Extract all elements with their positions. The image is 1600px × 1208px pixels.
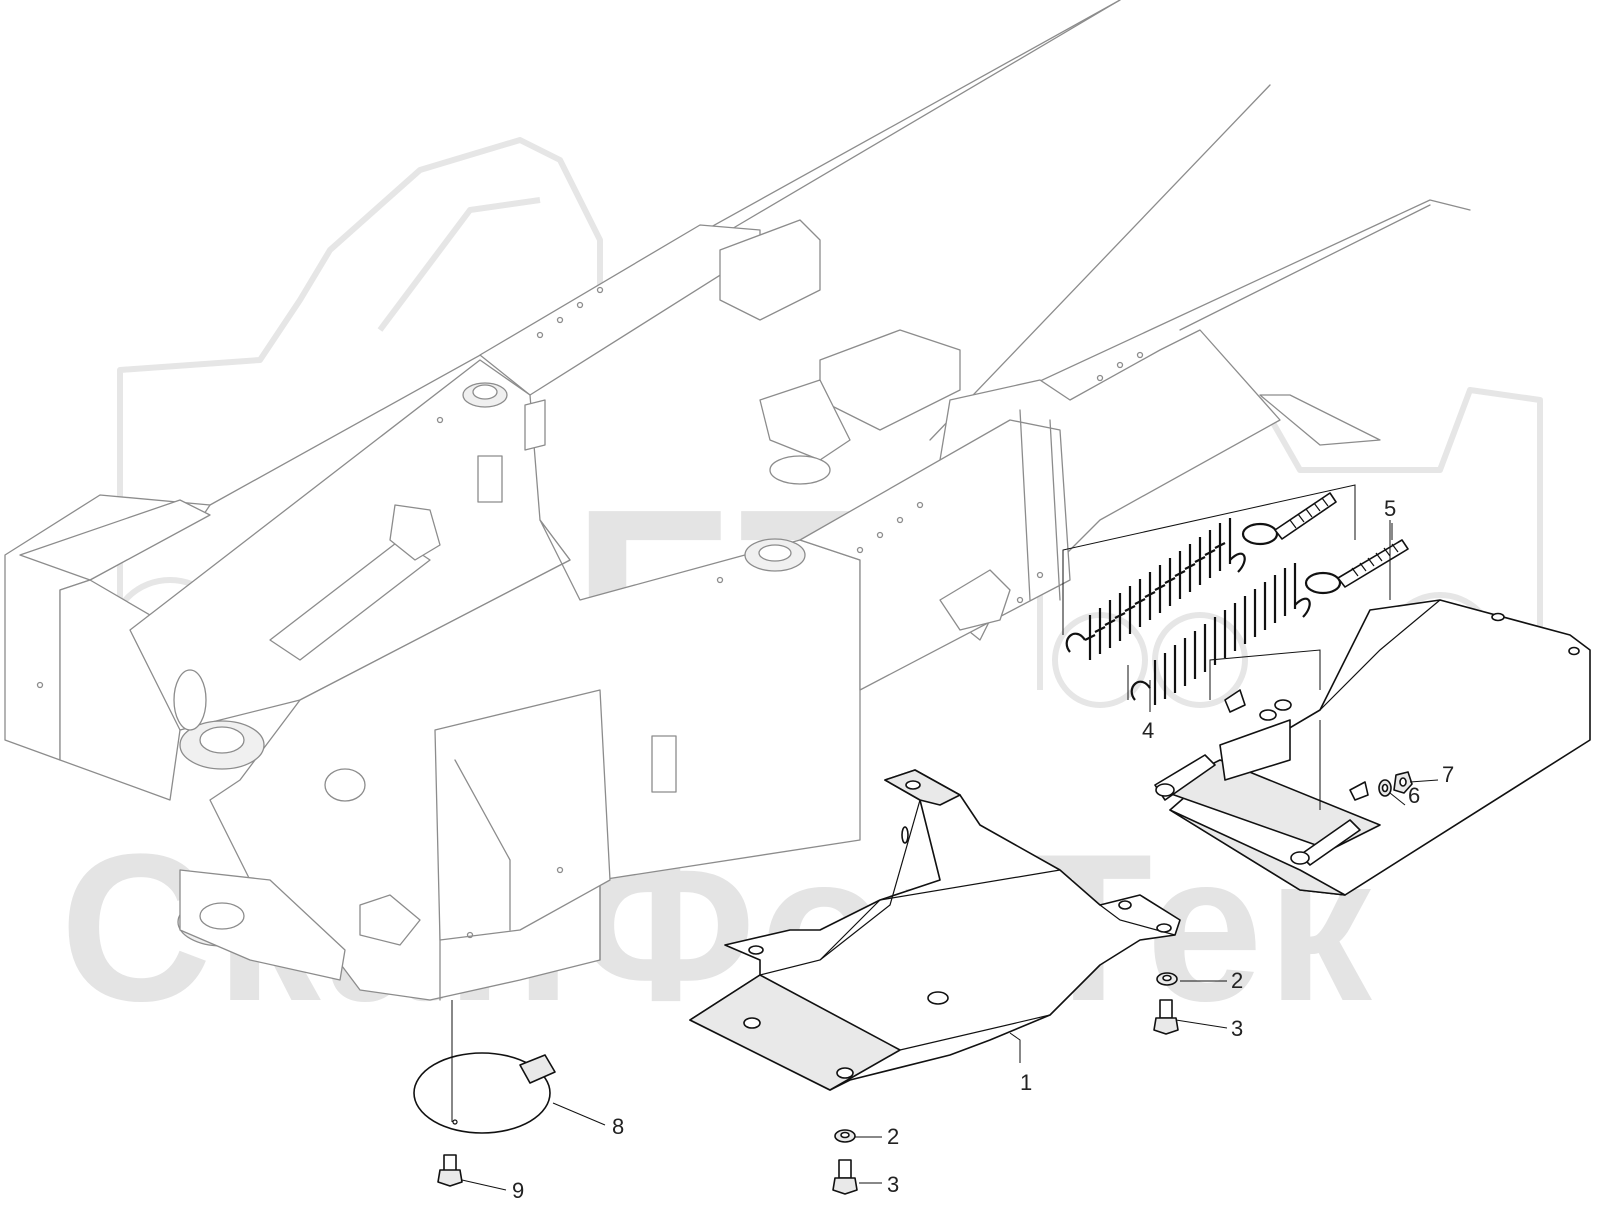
eye-bolt-lower [1304, 539, 1409, 595]
callout-3-bottom: 3 [887, 1172, 899, 1197]
part-3-bolt-bottom [832, 1159, 858, 1195]
part-2-washer-right [1156, 972, 1178, 986]
callout-1: 1 [1020, 1070, 1032, 1095]
callout-8: 8 [612, 1114, 624, 1139]
callout-2-bottom: 2 [887, 1124, 899, 1149]
machine-frame [4, 0, 1471, 1001]
frame-holes [36, 286, 1144, 939]
right-guard-plate [1154, 599, 1591, 896]
part-1-guard-plate [689, 769, 1181, 1091]
callout-labels: 1 2 2 3 3 4 5 6 7 8 9 [512, 496, 1454, 1203]
callout-5: 5 [1384, 496, 1396, 521]
callout-6: 6 [1408, 783, 1420, 808]
part-2-washer-bottom [834, 1129, 856, 1143]
spring-upper [1065, 518, 1246, 660]
part-4-springs [1065, 518, 1311, 705]
callout-7: 7 [1442, 762, 1454, 787]
bracket-leader-box [1209, 649, 1321, 810]
part-3-bolt-right [1153, 999, 1179, 1035]
eye-bolt-upper [1241, 492, 1337, 546]
callout-3-right: 3 [1231, 1016, 1243, 1041]
part-5-eye-bolts [1062, 484, 1409, 700]
part-6-washer [1378, 779, 1392, 797]
callout-4: 4 [1142, 718, 1154, 743]
callout-leaders [461, 523, 1439, 1191]
callout-2-right: 2 [1231, 968, 1243, 993]
spring-lower [1130, 563, 1311, 705]
part-7-nut [1393, 771, 1413, 794]
callout-9: 9 [512, 1178, 524, 1203]
part-8-cover-disk [413, 1000, 556, 1134]
part-9-bolt [437, 1154, 463, 1187]
